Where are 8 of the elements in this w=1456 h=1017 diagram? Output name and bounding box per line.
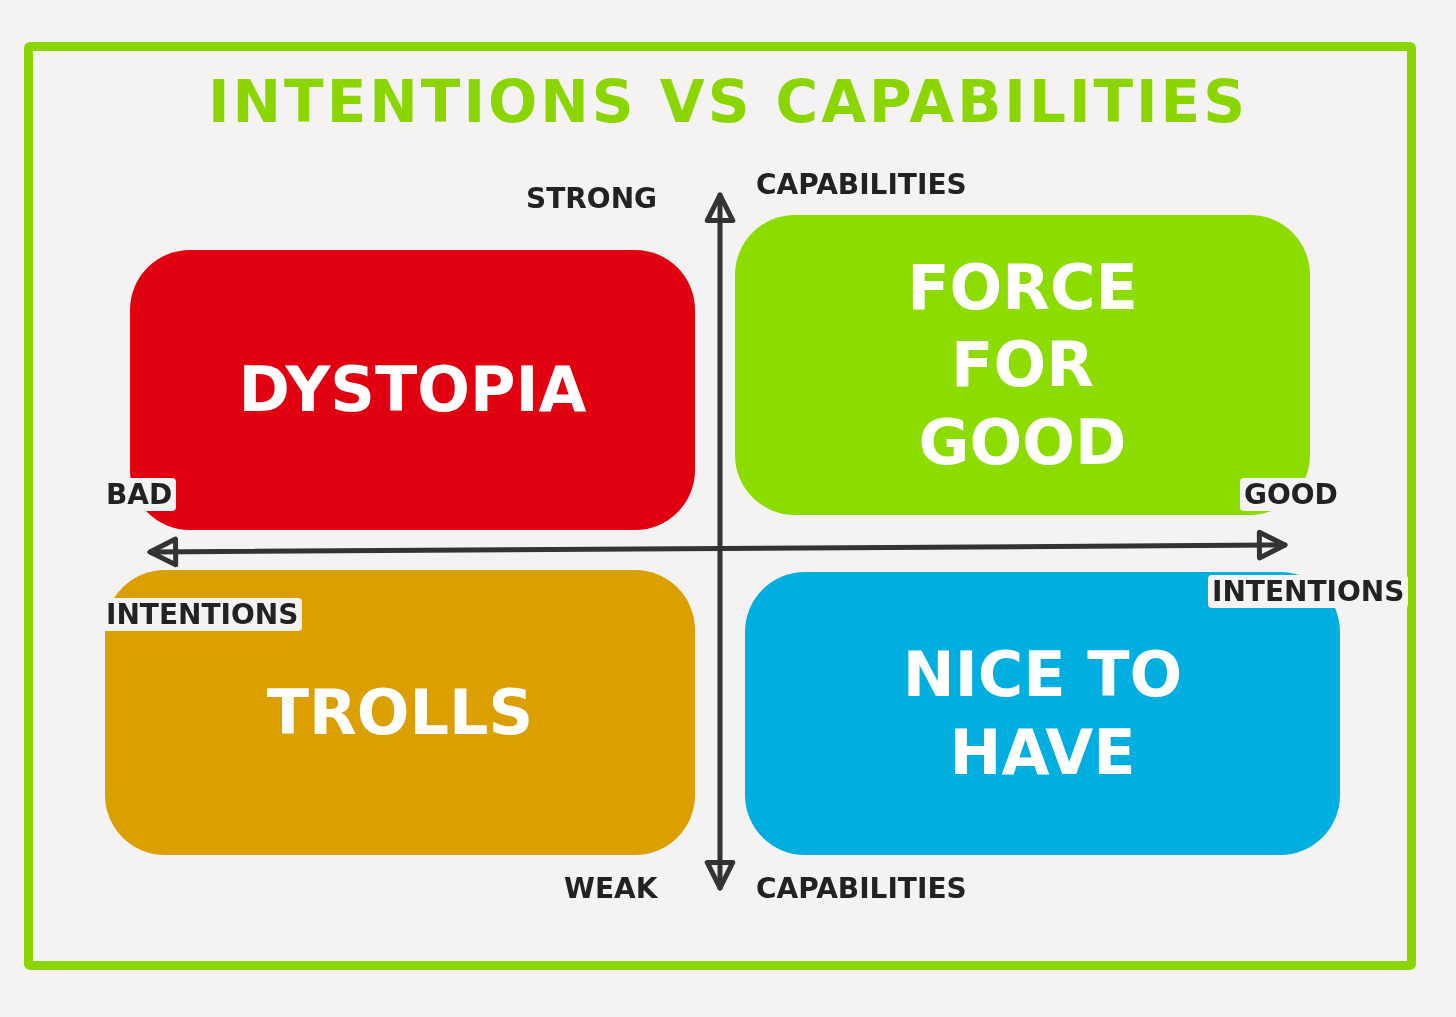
quadrant-label: TROLLS (266, 674, 534, 751)
quadrant-label: FORCE FOR GOOD (906, 249, 1139, 481)
axis-label: INTENTIONS (1208, 575, 1409, 608)
axis-label: INTENTIONS (102, 598, 303, 631)
quadrant-label: NICE TO HAVE (901, 637, 1184, 791)
quadrant-label: DYSTOPIA (238, 352, 587, 429)
quadrant-area (105, 570, 695, 855)
title: INTENTIONS VS CAPABILITIES (206, 68, 1249, 136)
